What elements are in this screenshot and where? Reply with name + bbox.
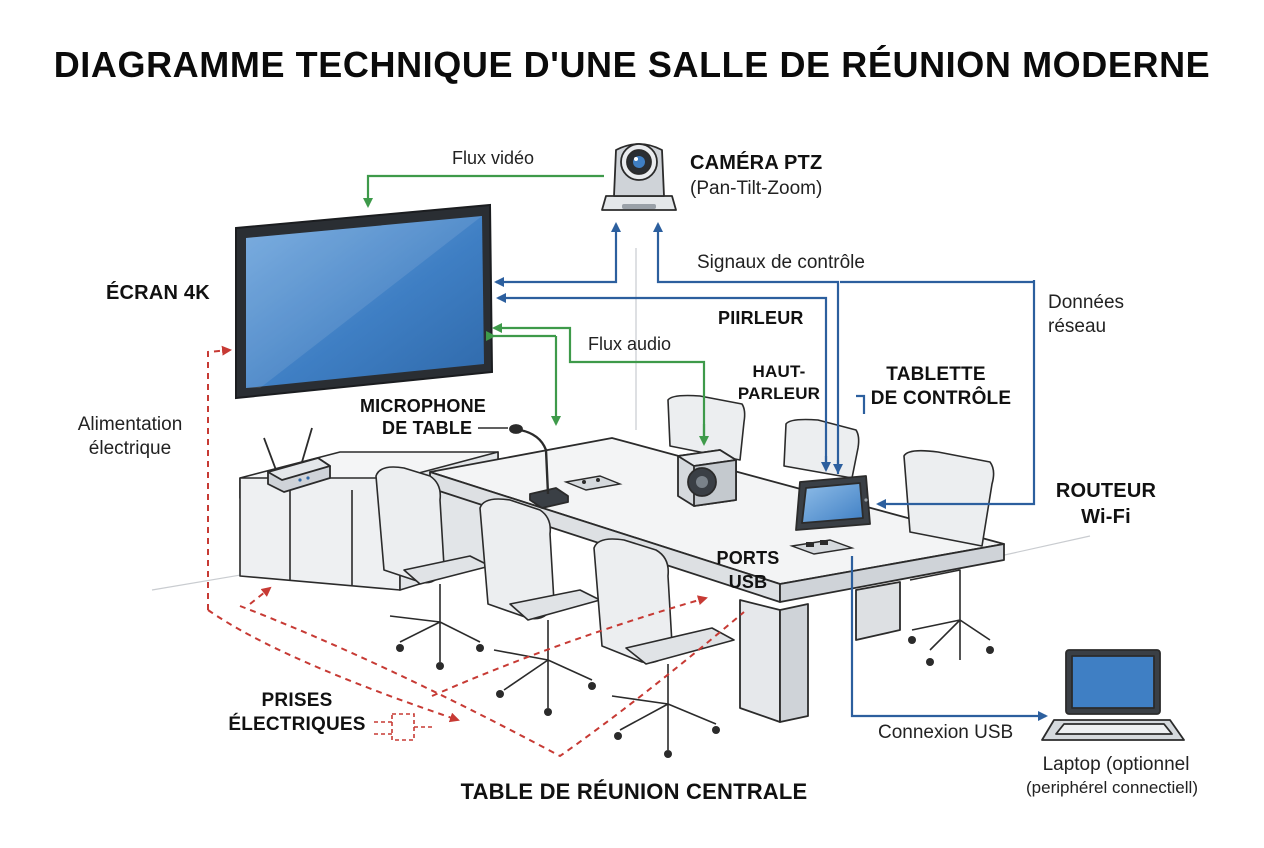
pirleur-label: PIIRLEUR bbox=[718, 308, 804, 328]
laptop-label-1: Laptop (optionnel bbox=[1016, 754, 1216, 775]
speaker-icon bbox=[678, 450, 736, 506]
laptop-icon bbox=[1042, 650, 1184, 740]
micro-label-2: DE TABLE bbox=[382, 418, 472, 438]
haut-parleur-label-2: PARLEUR bbox=[734, 384, 824, 403]
routeur-label-2: Wi-Fi bbox=[1046, 506, 1166, 528]
alim-label-2: électrique bbox=[62, 438, 198, 459]
ports-label-1: PORTS bbox=[706, 548, 790, 568]
tablette-label-2: DE CONTRÔLE bbox=[866, 388, 1016, 409]
donnees-label-1: Données bbox=[1048, 292, 1124, 313]
micro-label-1: MICROPHONE bbox=[350, 396, 496, 416]
ptz-camera-icon bbox=[602, 144, 676, 210]
power-plug-icon bbox=[374, 714, 432, 740]
haut-parleur-label-1: HAUT- bbox=[738, 362, 820, 381]
tablette-label-1: TABLETTE bbox=[868, 364, 1004, 385]
signaux-label: Signaux de contrôle bbox=[697, 252, 865, 273]
ports-label-2: USB bbox=[706, 572, 790, 592]
prises-label-1: PRISES bbox=[222, 690, 372, 711]
flux-audio-label: Flux audio bbox=[588, 334, 671, 354]
donnees-label-2: réseau bbox=[1048, 316, 1106, 337]
connexion-usb-label: Connexion USB bbox=[878, 722, 1013, 743]
laptop-label-2: (periphérel connectiell) bbox=[1006, 778, 1218, 797]
prises-label-2: ÉLECTRIQUES bbox=[222, 714, 372, 735]
tv-screen-icon bbox=[236, 205, 492, 398]
routeur-label-1: ROUTEUR bbox=[1046, 480, 1166, 502]
camera-title: CAMÉRA PTZ bbox=[690, 152, 822, 174]
alim-label-1: Alimentation bbox=[62, 414, 198, 435]
flux-video-label: Flux vidéo bbox=[452, 148, 534, 168]
ecran-label: ÉCRAN 4K bbox=[106, 282, 210, 304]
control-tablet-icon bbox=[796, 476, 870, 530]
table-centrale-label: TABLE DE RÉUNION CENTRALE bbox=[460, 780, 808, 805]
camera-subtitle: (Pan-Tilt-Zoom) bbox=[690, 178, 822, 199]
